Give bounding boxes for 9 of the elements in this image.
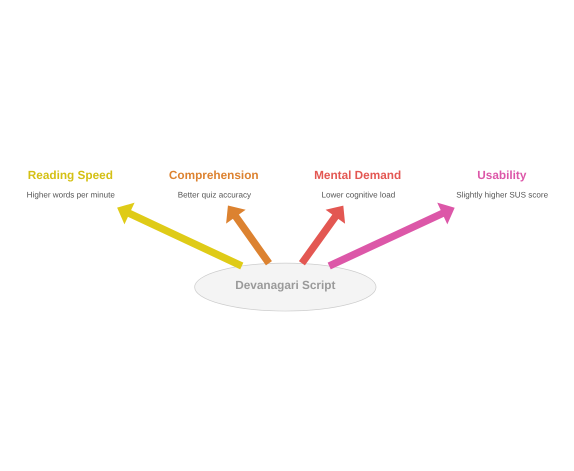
arrow <box>298 206 346 266</box>
node-text: Comprehension Better quiz accuracy <box>168 168 259 200</box>
arrow <box>226 206 272 266</box>
arrow <box>328 202 455 270</box>
arrow <box>117 202 244 270</box>
node-text: Mental Demand Lower cognitive load <box>314 168 402 200</box>
node-text: Usability Slightly higher SUS score <box>456 168 548 200</box>
node-text: Reading Speed Higher words per minute <box>26 168 115 200</box>
node-ellipse: Devanagari Script <box>194 262 376 312</box>
